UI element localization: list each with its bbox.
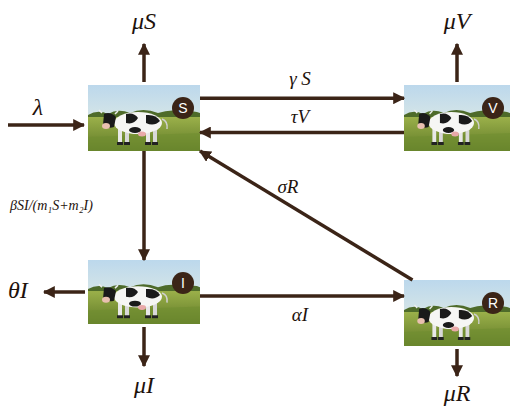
- rate-label: αI: [292, 304, 308, 326]
- flow-arrows: [8, 44, 457, 376]
- compartment-tag: I: [172, 272, 194, 294]
- compartment-tag: V: [482, 97, 504, 119]
- compartment-tag: R: [482, 292, 504, 314]
- compartment-box: V: [404, 85, 510, 151]
- compartment-box: I: [88, 260, 200, 324]
- inflow-label: λ: [33, 94, 43, 122]
- compartment-box: S: [88, 85, 200, 151]
- outflow-label: μR: [444, 380, 471, 408]
- rate-label: τV: [291, 106, 309, 128]
- outflow-label: θI: [8, 277, 28, 305]
- transfer-arrow: [200, 294, 404, 298]
- rate-label: γ S: [289, 68, 311, 90]
- outflow-label: μV: [444, 8, 471, 36]
- outflow-label: μS: [132, 8, 156, 36]
- outflow-label: μI: [134, 372, 154, 400]
- compartment-box: R: [404, 280, 510, 346]
- rate-label: σR: [278, 176, 299, 198]
- compartment-tag: S: [172, 97, 194, 119]
- transfer-arrow: [200, 151, 412, 280]
- transfer-arrow: [200, 131, 404, 135]
- transfer-arrow: [142, 151, 146, 260]
- rate-label: βSI/(m₁S+m₂I): [10, 198, 93, 214]
- transfer-arrow: [200, 96, 404, 100]
